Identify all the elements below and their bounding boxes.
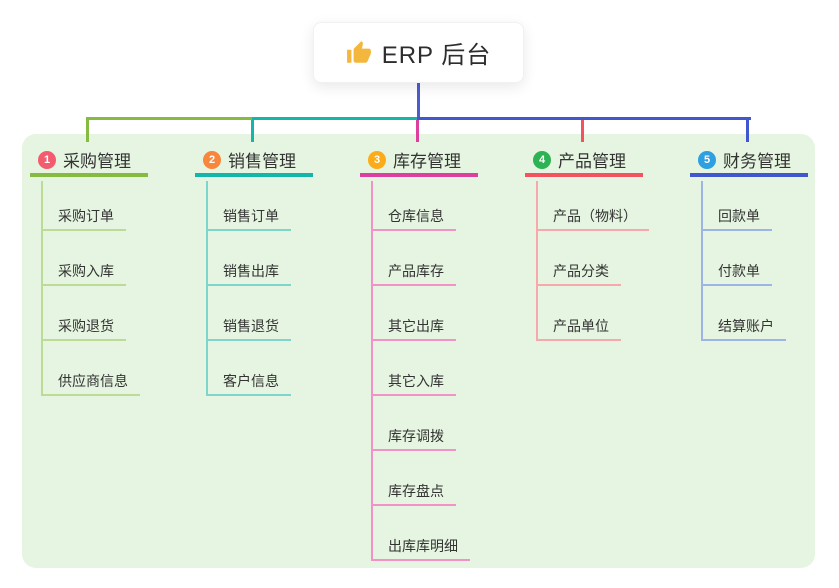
branch-5-connector <box>746 117 749 142</box>
bus-segment-blue <box>417 117 751 120</box>
branch-4-item-3[interactable]: 产品单位 <box>536 313 621 341</box>
root-title: ERP 后台 <box>381 42 492 69</box>
branch-5-item-3[interactable]: 结算账户 <box>701 313 786 341</box>
bus-segment-green <box>87 117 253 120</box>
branch-1-trunk-line <box>41 181 43 396</box>
branch-5-trunk-line <box>701 181 703 341</box>
branch-5-title: 财务管理 <box>723 152 791 171</box>
branch-4-connector <box>581 117 584 142</box>
branch-3-item-2[interactable]: 产品库存 <box>371 258 456 286</box>
branch-2-item-2[interactable]: 销售出库 <box>206 258 291 286</box>
branch-1-header[interactable]: 1 采购管理 <box>30 146 148 177</box>
thumbs-up-icon <box>346 40 372 66</box>
branches-panel <box>22 134 815 568</box>
branch-3-badge: 3 <box>368 150 386 169</box>
branch-1-badge: 1 <box>38 150 56 169</box>
branch-3-item-5[interactable]: 库存调拨 <box>371 423 456 451</box>
branch-3-connector <box>416 117 419 142</box>
branch-3-trunk-line <box>371 181 373 561</box>
branch-1-item-1[interactable]: 采购订单 <box>41 203 126 231</box>
bus-segment-teal <box>252 117 418 120</box>
branch-3-item-4[interactable]: 其它入库 <box>371 368 456 396</box>
branch-5-item-2[interactable]: 付款单 <box>701 258 772 286</box>
branch-4-item-1[interactable]: 产品（物料） <box>536 203 649 231</box>
branch-2-item-3[interactable]: 销售退货 <box>206 313 291 341</box>
branch-4-badge: 4 <box>533 150 551 169</box>
branch-3-item-6[interactable]: 库存盘点 <box>371 478 456 506</box>
branch-4-title: 产品管理 <box>558 152 626 171</box>
branch-2-trunk-line <box>206 181 208 396</box>
branch-1-item-2[interactable]: 采购入库 <box>41 258 126 286</box>
branch-2-badge: 2 <box>203 150 221 169</box>
branch-3-item-1[interactable]: 仓库信息 <box>371 203 456 231</box>
branch-2-title: 销售管理 <box>228 152 296 171</box>
branch-4-item-2[interactable]: 产品分类 <box>536 258 621 286</box>
branch-3-title: 库存管理 <box>393 152 461 171</box>
branch-5-header[interactable]: 5 财务管理 <box>690 146 808 177</box>
branch-2-connector <box>251 117 254 142</box>
branch-1-item-4[interactable]: 供应商信息 <box>41 368 140 396</box>
root-node[interactable]: ERP 后台 <box>313 22 524 83</box>
branch-3-header[interactable]: 3 库存管理 <box>360 146 478 177</box>
branch-1-item-3[interactable]: 采购退货 <box>41 313 126 341</box>
branch-1-title: 采购管理 <box>63 152 131 171</box>
branch-5-item-1[interactable]: 回款单 <box>701 203 772 231</box>
branch-1-connector <box>86 117 89 142</box>
branch-3-item-3[interactable]: 其它出库 <box>371 313 456 341</box>
branch-4-trunk-line <box>536 181 538 341</box>
branch-2-item-4[interactable]: 客户信息 <box>206 368 291 396</box>
root-connector-line <box>417 83 420 117</box>
branch-4-header[interactable]: 4 产品管理 <box>525 146 643 177</box>
branch-2-header[interactable]: 2 销售管理 <box>195 146 313 177</box>
branch-3-item-7[interactable]: 出库库明细 <box>371 533 470 561</box>
branch-5-badge: 5 <box>698 150 716 169</box>
branch-2-item-1[interactable]: 销售订单 <box>206 203 291 231</box>
